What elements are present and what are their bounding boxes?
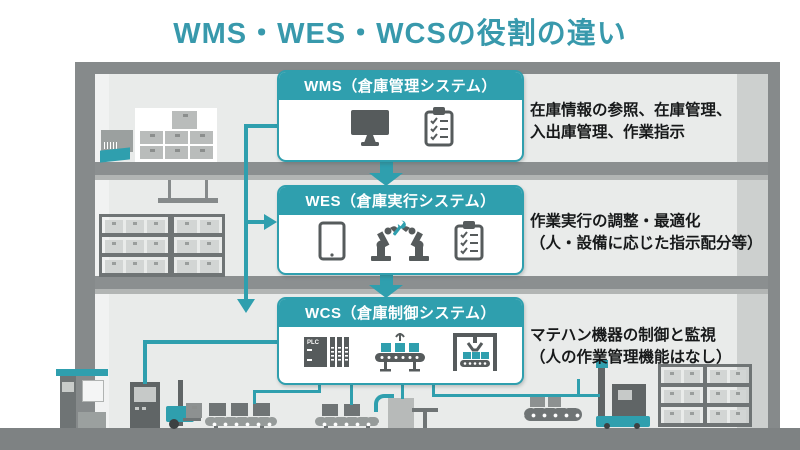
right-wall (768, 62, 780, 428)
agv-screen (618, 390, 632, 400)
conveyor-leg (366, 426, 370, 428)
floor-slab-2 (95, 276, 768, 294)
storage-rack (171, 214, 225, 277)
connector-arrowhead-right (264, 214, 277, 230)
network-line (350, 379, 353, 405)
page-title: WMS・WES・WCSの役割の違い (173, 18, 627, 50)
forklift-fork (183, 418, 201, 421)
workstation-base (78, 412, 106, 428)
terminal-button (135, 407, 139, 410)
terminal-button (142, 407, 146, 410)
conveyor-box (344, 404, 360, 416)
connector-line (244, 124, 248, 300)
terminal-screen (134, 387, 156, 402)
conveyor-box (322, 404, 338, 416)
cargo-box (165, 131, 188, 144)
gantry-crane-icon (451, 331, 499, 378)
cargo-box (190, 131, 213, 144)
conveyor-leg (214, 426, 218, 428)
hanging-rod (168, 180, 171, 199)
cargo-box (190, 146, 213, 159)
agv-mast (598, 366, 605, 426)
tablet-icon (317, 221, 347, 266)
side-table-top (412, 408, 438, 412)
wes-header: WES（倉庫実行システム） (279, 187, 522, 215)
workstation-canopy (56, 369, 108, 376)
robot-arms-icon (369, 218, 431, 267)
ground-floor (0, 428, 800, 450)
workstation-sheet (82, 380, 104, 402)
capsule-conveyor (524, 408, 582, 421)
network-line (401, 379, 404, 399)
clipboard-checklist-icon (453, 220, 485, 267)
side-table-leg (423, 412, 427, 428)
wcs-header: WCS（倉庫制御システム） (279, 299, 522, 327)
connector-line (248, 220, 266, 224)
floor-slab-1 (95, 162, 768, 180)
cargo-box (140, 131, 163, 144)
sorter-machine-grill (104, 142, 117, 149)
conveyor-leg (324, 426, 328, 428)
clipboard-checklist-icon (423, 106, 455, 153)
wes-description: 作業実行の調整・最適化 （人・設備に応じた指示配分等） (530, 213, 763, 252)
plc-icon: PLC (303, 335, 349, 374)
agv-mast-cap (596, 360, 608, 368)
agv-wheel (634, 423, 640, 429)
wms-header: WMS（倉庫管理システム） (279, 72, 522, 100)
cargo-box (140, 146, 163, 159)
storage-rack (658, 364, 706, 427)
conveyor-box (530, 395, 545, 407)
wcs-description: マテハン機器の制御と監視 （人の作業管理機能はなし） (530, 327, 732, 366)
network-line (143, 340, 147, 384)
forklift-cargo (186, 403, 202, 418)
wcs-box: WCS（倉庫制御システム） PLC (277, 297, 524, 385)
monitor-icon (347, 107, 393, 152)
packing-robot-arm (374, 394, 394, 412)
wms-box: WMS（倉庫管理システム） (277, 70, 524, 162)
wms-description: 在庫情報の参照、在庫管理、 入出庫管理、作業指示 (530, 102, 732, 141)
network-line (432, 379, 435, 397)
network-line (253, 390, 321, 393)
svg-text:PLC: PLC (307, 340, 320, 346)
cargo-box (172, 111, 197, 129)
ceiling-beam (75, 62, 778, 74)
agv-base (596, 416, 650, 427)
connector-line (246, 124, 278, 128)
conveyor-leg (260, 426, 264, 428)
network-line (318, 379, 321, 392)
right-wall-face (737, 74, 768, 428)
network-line (253, 390, 256, 404)
conveyor-belt (315, 417, 379, 426)
conveyor-box (253, 403, 270, 416)
conveyor-box (231, 403, 248, 416)
conveyor-box (548, 395, 561, 407)
forklift-wheel (169, 419, 179, 429)
connector-arrowhead-down (237, 299, 255, 313)
workstation-screen (62, 382, 74, 392)
conveyor-icon (373, 331, 427, 378)
conveyor-box (209, 403, 226, 416)
storage-rack (704, 364, 752, 427)
agv-cabinet (612, 384, 646, 416)
left-wall (75, 62, 95, 428)
wes-box: WES（倉庫実行システム） (277, 185, 524, 275)
conveyor-belt (205, 417, 277, 426)
network-line (143, 340, 279, 344)
forklift-mast (178, 380, 183, 426)
wes-to-wcs-arrow (369, 271, 403, 298)
hanging-bar (158, 198, 218, 203)
hanging-rod (205, 180, 208, 199)
wms-to-wes-arrow (369, 158, 403, 186)
agv-wheel (604, 423, 610, 429)
network-line (432, 394, 600, 397)
cargo-box (165, 146, 188, 159)
storage-rack (99, 214, 171, 277)
network-line (577, 379, 580, 397)
